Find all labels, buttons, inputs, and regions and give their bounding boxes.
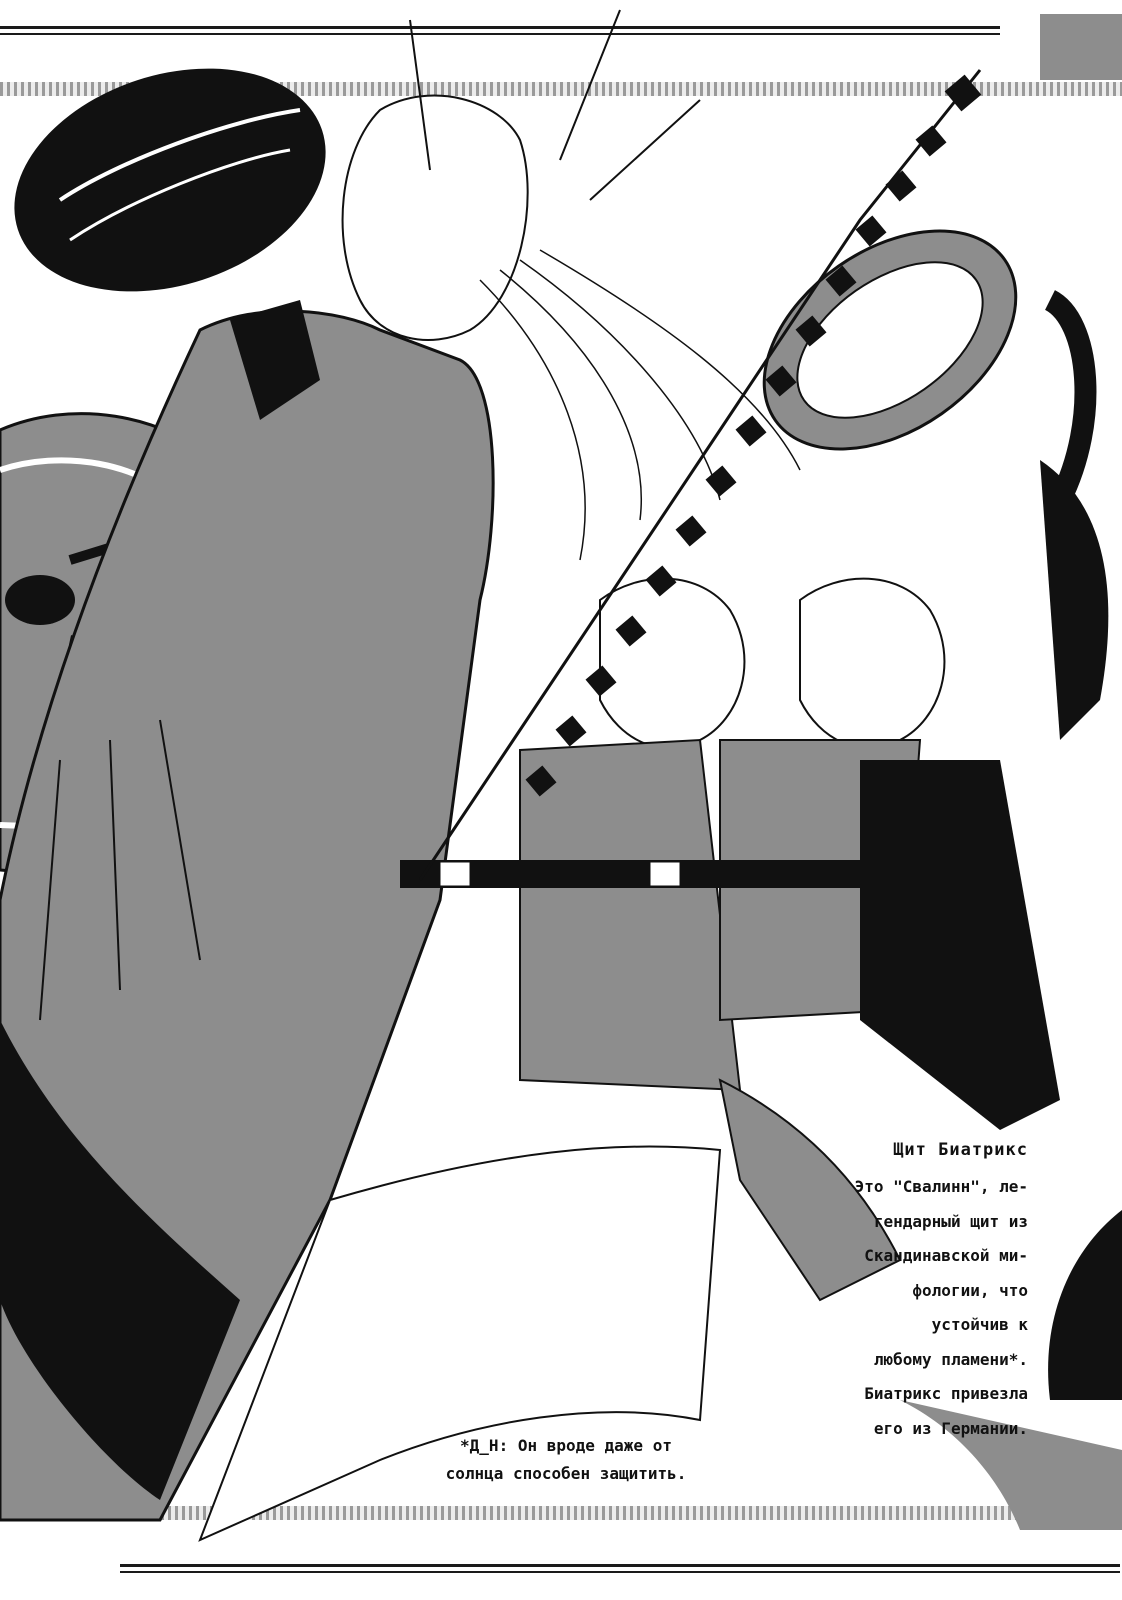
top-rule-thin — [0, 33, 1000, 35]
bottom-rule — [120, 1564, 1120, 1567]
main-character-figure — [0, 9, 701, 1522]
twin-characters-figure — [400, 460, 1109, 1130]
bottom-lace-strip — [0, 1506, 1122, 1520]
sound-effect-streak — [418, 69, 982, 881]
note-title: Щит Биатрикс — [893, 1140, 1028, 1160]
hair-strands — [479, 249, 801, 561]
top-corner-tone — [1040, 14, 1122, 80]
bottom-rule-thin — [120, 1571, 1120, 1573]
top-rule — [0, 26, 1000, 29]
note-body: Это "Свалинн", ле- гендарный щит из Скан… — [854, 1177, 1028, 1438]
military-cap-illustration — [14, 68, 326, 292]
shield-description-note: Щит Биатрикс Это "Свалинн", ле- гендарны… — [588, 1140, 1028, 1446]
helmet-ring-illustration — [762, 229, 1097, 505]
lower-cape-shape — [198, 1078, 902, 1542]
translator-footnote: *Д_Н: Он вроде даже от солнца способен з… — [445, 1436, 687, 1483]
right-side-shapes — [900, 1210, 1122, 1530]
bottom-ornamental-border — [0, 1490, 1122, 1600]
